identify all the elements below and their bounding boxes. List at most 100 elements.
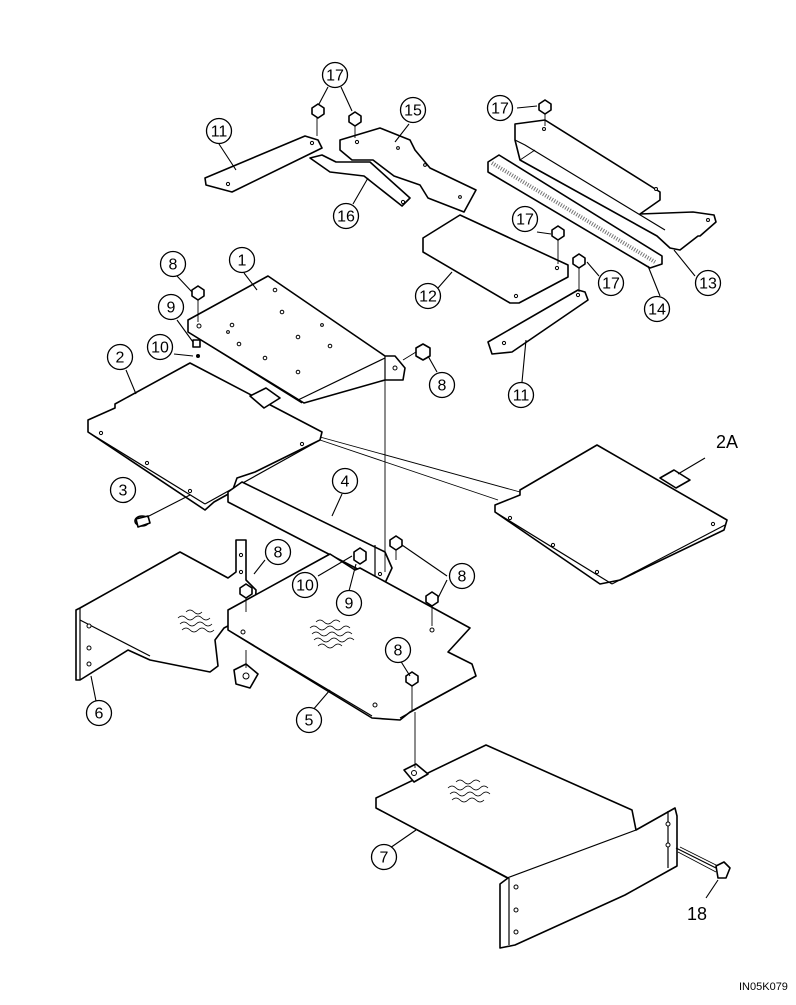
callout-circle (321, 61, 349, 89)
callout-c8b: 8 (428, 371, 456, 399)
foam-strip-14 (487, 154, 663, 269)
bolt-17-a (311, 103, 325, 136)
grip-pattern-5 (309, 619, 355, 649)
callout-c10b: 10 (291, 571, 319, 599)
callout-number: 15 (404, 103, 422, 120)
callout-circle (159, 250, 187, 278)
callout-circle (264, 538, 292, 566)
plug-3 (134, 494, 191, 528)
channel-13 (514, 119, 717, 251)
cover-2a (494, 444, 728, 585)
callout-number: 4 (341, 474, 350, 491)
strip-4 (227, 481, 393, 584)
bolt-17-e (572, 253, 586, 292)
callout-number: 8 (394, 643, 403, 660)
bolt-8-f (405, 671, 419, 710)
label-2a: 2A (716, 432, 738, 452)
callout-circle (428, 371, 456, 399)
callout-c1: 1 (228, 246, 256, 274)
leader-lines (90, 86, 719, 899)
label-18: 18 (687, 904, 707, 924)
callout-c10a: 10 (146, 333, 174, 361)
panel-12 (422, 214, 569, 304)
bolt-8-a (191, 285, 205, 322)
panel-11-lower (487, 289, 589, 355)
callout-c15: 15 (399, 96, 427, 124)
callout-circle (109, 476, 137, 504)
callout-number: 12 (419, 289, 437, 306)
nut-9-lower (353, 547, 367, 565)
callout-number: 8 (458, 569, 467, 586)
cover-2 (87, 362, 323, 511)
callout-circle (414, 282, 442, 310)
bolt-17-b (348, 111, 362, 138)
washer-10-upper (196, 354, 200, 358)
callout-circle (507, 381, 535, 409)
callout-c12: 12 (414, 282, 442, 310)
callout-circle (85, 699, 113, 727)
callout-c17c: 17 (511, 205, 539, 233)
callout-circle (295, 706, 323, 734)
bolt-17-d (551, 225, 565, 264)
drawing-code: IN05K079 (739, 981, 788, 993)
floor-plate-7 (375, 744, 678, 949)
callout-number: 17 (602, 276, 620, 293)
callout-number: 10 (296, 578, 314, 595)
callout-circle (399, 96, 427, 124)
callout-c16: 16 (332, 202, 360, 230)
callout-c11a: 11 (205, 117, 233, 145)
callout-circle (511, 205, 539, 233)
callout-number: 11 (513, 388, 530, 405)
callout-c17a: 17 (321, 61, 349, 89)
callout-c14: 14 (643, 295, 671, 323)
callout-number: 9 (345, 596, 354, 613)
callout-number: 7 (380, 850, 389, 867)
callout-circle (157, 293, 185, 321)
panel-15 (339, 127, 477, 213)
callout-number: 8 (274, 545, 283, 562)
bolt-8-d (389, 535, 403, 560)
callout-c11b: 11 (507, 381, 535, 409)
callout-number: 14 (648, 302, 666, 319)
callout-c3: 3 (109, 476, 137, 504)
callout-number: 8 (438, 378, 447, 395)
callout-number: 17 (516, 212, 534, 229)
callout-number: 6 (95, 706, 104, 723)
callout-circle (694, 269, 722, 297)
callout-c8d: 8 (448, 562, 476, 590)
callout-circle (486, 94, 514, 122)
callout-c8a: 8 (159, 250, 187, 278)
callout-circle (370, 843, 398, 871)
bolt-8-b (402, 343, 431, 361)
bolt-18 (675, 846, 731, 879)
bolt-8-e (425, 591, 439, 626)
callout-circle (448, 562, 476, 590)
callout-number: 2 (116, 350, 125, 367)
callout-circle (205, 117, 233, 145)
callout-c8e: 8 (384, 636, 412, 664)
callout-number: 1 (238, 253, 247, 270)
callout-c9a: 9 (157, 293, 185, 321)
callout-circle (597, 269, 625, 297)
callout-c9b: 9 (335, 589, 363, 617)
callout-circle (331, 467, 359, 495)
grip-pattern-7 (447, 779, 491, 803)
nut-9-upper (192, 339, 201, 348)
callout-number: 16 (337, 209, 355, 226)
callout-c4: 4 (331, 467, 359, 495)
callout-c17b: 17 (486, 94, 514, 122)
callout-circle (146, 333, 174, 361)
callout-c8c: 8 (264, 538, 292, 566)
callout-circle (643, 295, 671, 323)
callout-number: 3 (119, 483, 128, 500)
callout-number: 10 (151, 340, 169, 357)
callout-circle (228, 246, 256, 274)
callout-circle (335, 589, 363, 617)
rail-16 (309, 154, 411, 207)
callout-circle (384, 636, 412, 664)
callout-c6: 6 (85, 699, 113, 727)
bolt-8-c (239, 583, 253, 612)
callout-c13: 13 (694, 269, 722, 297)
